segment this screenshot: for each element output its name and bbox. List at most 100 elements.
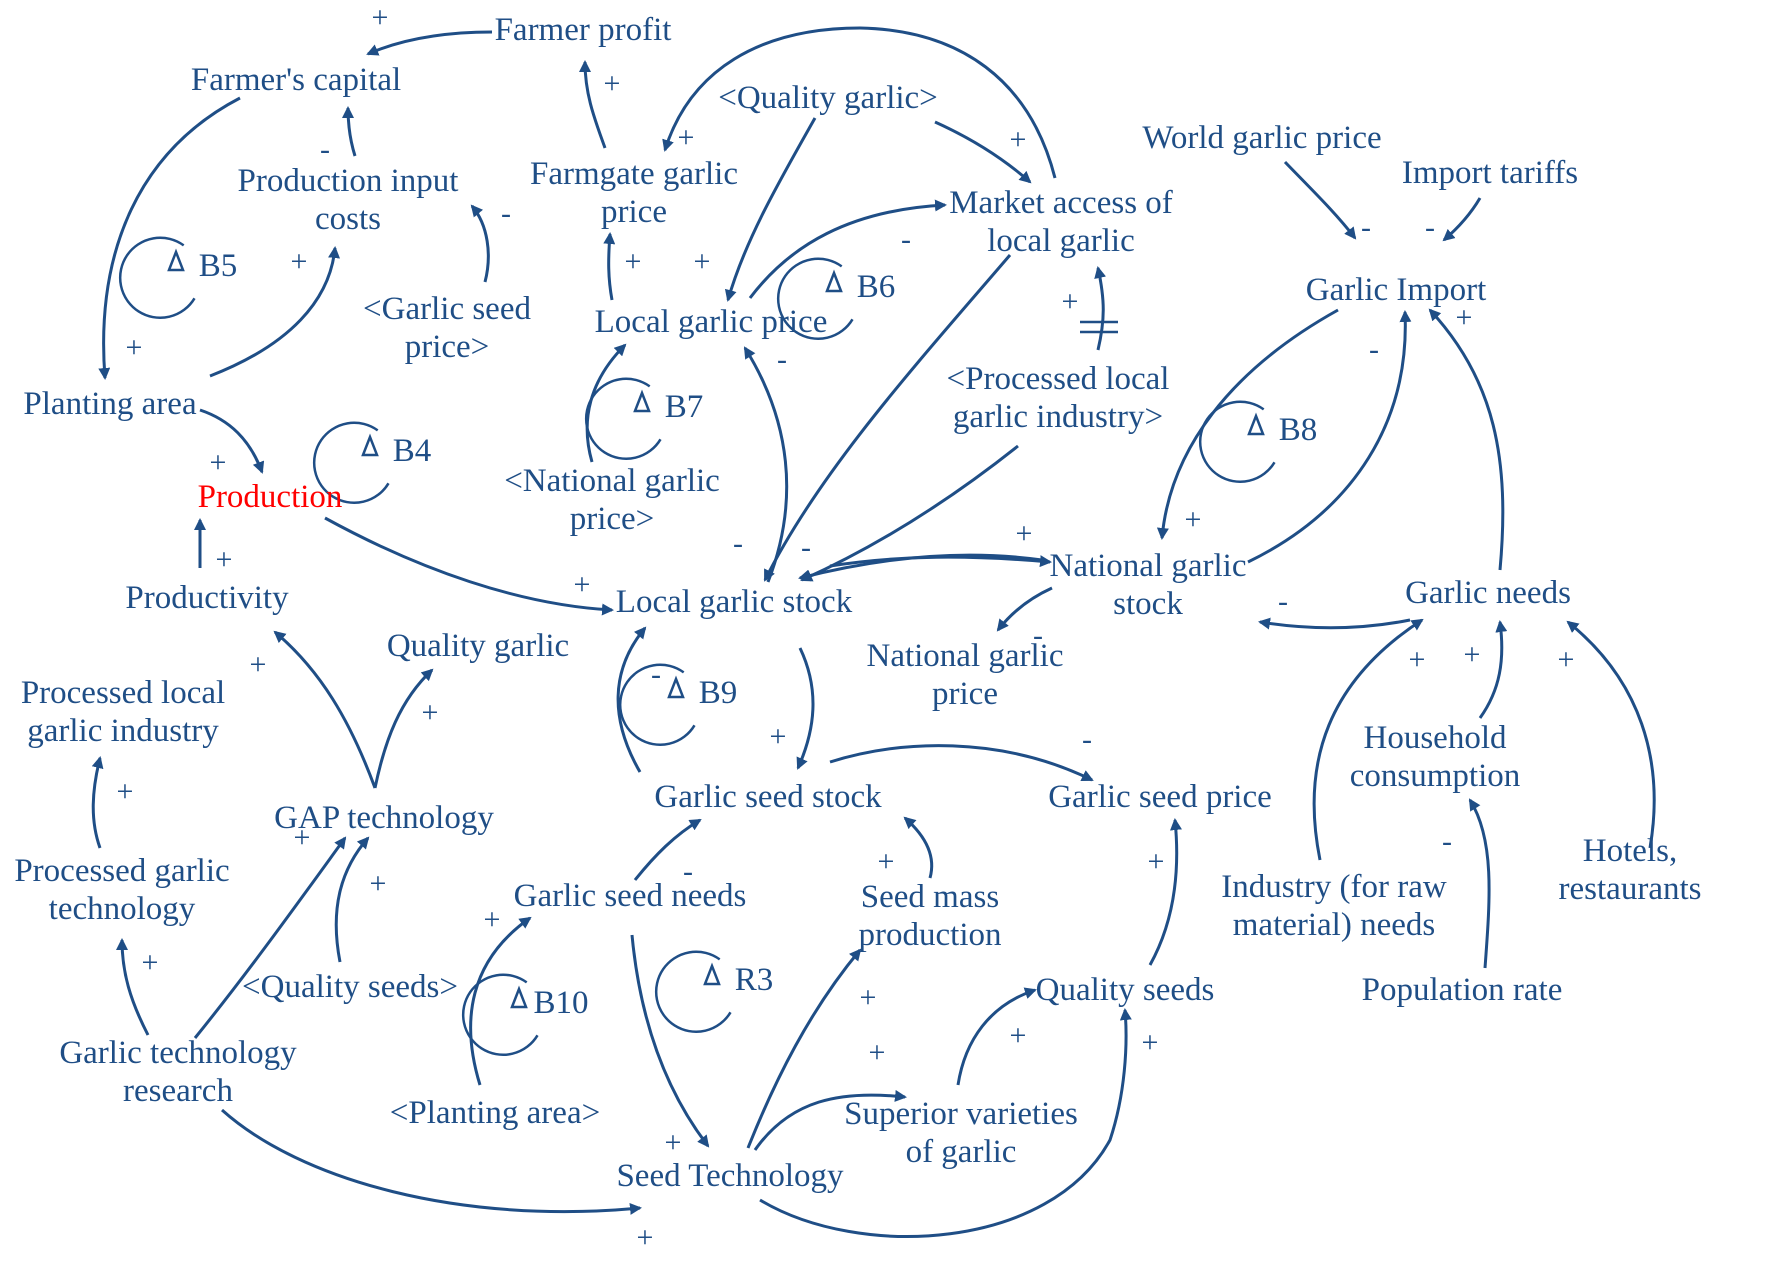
node-farmgate-garlic-price: Farmgate garlic price [530,156,738,230]
loop-label-b5: B5 [198,248,238,284]
link-profit-to-capital [366,30,493,56]
sign-plus: + [868,1036,886,1069]
sign-plus: + [677,121,695,154]
link-quality-to-market [934,120,1032,184]
link-natstock-to-natprice [996,586,1053,632]
node-household-consumption: Household consumption [1349,720,1521,794]
node-garlic-seed-price: Garlic seed price [1048,779,1272,815]
link-world-to-import [1283,160,1357,240]
sign-plus: + [693,245,711,278]
sign-plus: + [209,446,227,479]
node-quality-seeds: Quality seeds [1035,972,1215,1008]
sign-plus: + [116,775,134,808]
node-local-garlic-stock: Local garlic stock [615,584,853,620]
loop-circle [1198,400,1276,484]
sign-plus: + [249,648,267,681]
node-hotels-restaurants: Hotels, restaurants [1558,833,1702,907]
link-gap-to-productivity [273,630,377,789]
sign-plus: + [1184,503,1202,536]
sign-plus: + [293,821,311,854]
link-market-to-stock [763,254,1012,582]
node-garlic-seed-price-shadow: <Garlic seed price> [363,291,531,365]
sign-plus: + [141,946,159,979]
sign-plus: + [215,543,233,576]
link-quality-to-localprice [724,117,817,302]
loop-circle [654,950,732,1034]
sign-plus: + [290,245,308,278]
node-quality-garlic-shadow: <Quality garlic> [718,80,938,116]
node-garlic-technology-research: Garlic technology research [59,1035,297,1109]
loop-label-r3: R3 [734,962,774,998]
sign-plus: + [371,1,389,34]
node-superior-varieties: Superior varieties of garlic [844,1096,1078,1170]
sign-plus: + [636,1221,654,1254]
sign-minus: - [1278,585,1288,618]
link-seedprice-to-costs [470,204,490,283]
loop-label-b4: B4 [392,433,432,469]
link-population-to-household [1468,798,1491,969]
sign-minus: - [1369,333,1379,366]
sign-plus: + [877,845,895,878]
link-research-to-seedtech [220,1108,642,1215]
link-household-to-needs [1478,620,1508,719]
sign-minus: - [1361,211,1371,244]
link-seedtech-to-qseeds [759,1008,1132,1238]
link-seedtech-to-superior [753,1089,907,1151]
sign-plus: + [859,981,877,1014]
loop-circle [584,377,662,461]
loop-arrowhead [667,675,685,699]
sign-plus: + [1009,1019,1027,1052]
sign-plus: + [664,1126,682,1159]
sign-minus: - [1033,619,1043,652]
node-world-garlic-price: World garlic price [1142,120,1382,156]
loop-circle [618,663,696,747]
node-gap-technology: GAP technology [274,800,494,836]
sign-plus: + [421,696,439,729]
loop-label-b6: B6 [856,269,896,305]
node-processed-industry-shadow: <Processed local garlic industry> [946,361,1170,435]
node-farmers-capital: Farmer's capital [190,62,402,98]
link-stock-to-localprice [743,346,789,583]
node-national-garlic-stock: National garlic stock [1049,548,1247,622]
link-localprice-to-farmgate [603,232,616,301]
link-qseeds-to-gap [334,836,370,963]
sign-plus: + [1015,517,1033,550]
loop-circle [118,236,196,320]
node-national-garlic-price-shadow: <National garlic price> [504,463,720,537]
link-seedstock-to-seedprice [829,744,1094,782]
node-processed-local-industry: Processed local garlic industry [20,675,226,749]
sign-minus: - [651,658,661,691]
sign-plus: + [603,67,621,100]
sign-plus: + [483,903,501,936]
node-seed-technology: Seed Technology [616,1158,844,1194]
sign-plus: + [573,568,591,601]
sign-plus: + [769,720,787,753]
link-planting-to-production [199,408,265,474]
delay-mark [1080,320,1118,334]
node-garlic-needs: Garlic needs [1405,575,1571,611]
sign-plus: + [1009,123,1027,156]
node-processed-garlic-technology: Processed garlic technology [14,853,230,927]
loop-circle [776,257,854,341]
node-local-garlic-price: Local garlic price [594,304,828,340]
link-tariffs-to-import [1442,197,1482,242]
sign-minus: - [777,343,787,376]
sign-plus: + [369,867,387,900]
sign-plus: + [1141,1026,1159,1059]
link-natprice-to-localprice [585,343,627,463]
link-superior-to-qseeds [956,987,1037,1086]
loop-label-b10: B10 [533,985,589,1021]
loop-markers [118,236,1276,1057]
loop-label-b7: B7 [664,389,704,425]
link-seedneeds-to-seedstock [633,818,702,881]
node-population-rate: Population rate [1361,972,1563,1008]
link-localstock-to-seedstock [796,647,815,770]
node-garlic-seed-needs: Garlic seed needs [513,878,747,914]
loop-label-b8: B8 [1278,412,1318,448]
loop-arrowhead [703,962,721,986]
node-garlic-import: Garlic Import [1305,272,1487,308]
sign-minus: - [901,223,911,256]
sign-minus: - [320,133,330,166]
sign-plus: + [1455,301,1473,334]
